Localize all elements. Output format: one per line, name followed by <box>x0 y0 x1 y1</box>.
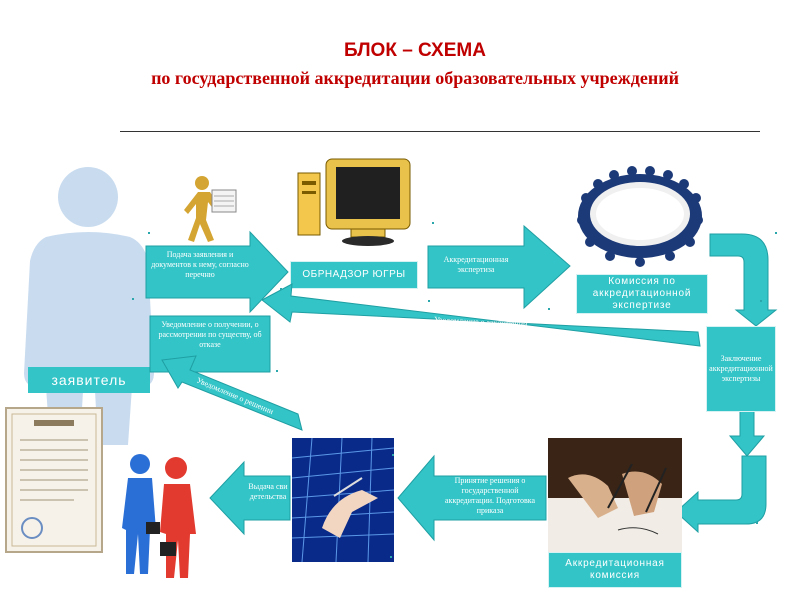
two-people-icon <box>122 454 196 578</box>
accreditation-expertise-arrow <box>427 224 571 310</box>
notice-conclusion-text: Уведомление о заключении <box>434 315 528 329</box>
digital-hand-icon <box>292 438 394 562</box>
notice-decision-text: Уведомление о решении <box>195 376 275 417</box>
decor-dot <box>428 300 430 302</box>
submit-application-text: Подача заявления и документов к нему, со… <box>151 250 249 279</box>
decor-dot <box>775 232 777 234</box>
computer-icon <box>297 158 411 246</box>
courier-figure-icon <box>184 176 237 242</box>
notice-decision-arrow <box>161 355 303 431</box>
right-elbow-arrow <box>709 233 778 327</box>
notice-receipt-text: Уведомление о получении, о рассмотрении … <box>158 320 262 349</box>
commission-expert-box: Комиссия по аккредитационной экспертизе <box>576 274 708 314</box>
decision-order-text: Принятие решения о государственной аккре… <box>444 476 536 515</box>
decor-dot <box>548 308 550 310</box>
page-subtitle: по государственной аккредитации образова… <box>151 68 679 88</box>
issue-certificate-arrow <box>209 460 291 536</box>
decor-dot <box>760 300 762 302</box>
submit-application-arrow <box>145 230 289 314</box>
decor-dot <box>276 370 278 372</box>
certificate-document-icon <box>5 407 103 553</box>
issue-certificate-text: Выдача свидетельства <box>248 482 288 501</box>
conclusion-box: Заключение аккредитационной экспертизы <box>706 326 776 412</box>
bottom-right-elbow-arrow <box>675 455 767 534</box>
title-divider <box>120 131 760 132</box>
accreditation-expertise-text: Аккредитационная экспертиза <box>443 255 509 274</box>
decor-dot <box>148 232 150 234</box>
decor-dot <box>390 556 392 558</box>
supervision-box: ОБРНАДЗОР ЮГРЫ <box>290 261 418 289</box>
decor-dot <box>132 298 134 300</box>
notice-conclusion-arrow <box>261 283 701 347</box>
decision-order-arrow <box>397 454 547 542</box>
decor-dot <box>432 222 434 224</box>
applicant-label: заявитель <box>28 367 150 393</box>
signing-hands-icon <box>548 438 682 552</box>
page-title: БЛОК – СХЕМА <box>344 40 486 61</box>
round-table-meeting-icon <box>577 166 703 267</box>
decor-dot <box>280 288 282 290</box>
accreditation-commission-box: Аккредитационная комиссия <box>548 552 682 588</box>
decor-dot <box>392 454 394 456</box>
decor-dot <box>756 522 758 524</box>
conclusion-down-arrow <box>728 409 766 457</box>
